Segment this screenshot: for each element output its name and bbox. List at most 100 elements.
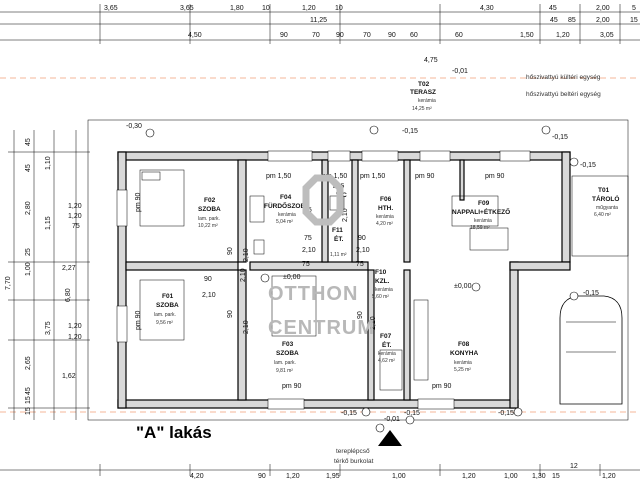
room-F07: F07 ÉT. kerámia 4,62 m² [378, 333, 396, 364]
opening-label: pm 1,50 [360, 173, 385, 180]
top-dim-texts-row3: 4,50 90 70 90 70 90 60 60 1,50 1,20 3,05 [188, 32, 614, 39]
dim-label: 60 [455, 32, 463, 39]
dim-label: 1,00 [25, 262, 32, 276]
dim-label: 1,20 [68, 323, 82, 330]
dim-label: 1,20 [556, 32, 570, 39]
room-name: SZOBA [276, 350, 299, 357]
room-floor: kerámia [454, 360, 472, 366]
dim-label: 4,75 [424, 57, 438, 64]
room-area: 5,04 m² [276, 219, 293, 225]
room-area: 1,11 m² [330, 252, 347, 258]
dim-label: 15 [552, 473, 560, 480]
bottom-dim-texts: 4,20 90 1,20 1,95 1,00 1,20 1,00 1,30 15… [190, 463, 616, 480]
dim-label: 6,80 [65, 288, 72, 302]
dim-label: 11,25 [310, 17, 327, 24]
opening-label: pm 1,50 [266, 173, 291, 180]
door-label: 2,10 [243, 248, 250, 262]
room-floor: kerámia [474, 218, 492, 224]
room-code: T01 [598, 187, 610, 194]
room-floor: lam. park. [198, 216, 220, 222]
room-F11: F11 ÉT. 1,11 m² [330, 227, 347, 258]
dim-label: 15 [25, 396, 32, 404]
dim-label: 70 [312, 32, 320, 39]
door-label: 90 [357, 311, 364, 319]
opening-label: pm 90 [135, 310, 142, 330]
furniture [139, 169, 629, 391]
site-boundary [87, 119, 629, 421]
dim-label: 3,05 [600, 32, 614, 39]
dim-label: 1,95 [326, 473, 340, 480]
watermark-logo: OTTHON CENTRUM [268, 174, 375, 339]
level-mark: -0,15 [404, 410, 420, 417]
room-name: KONYHA [450, 350, 478, 357]
room-F04: F04 FÜRDŐSZOBA kerámia 5,04 m² [264, 194, 310, 225]
dim-label: 45 [25, 387, 32, 395]
dim-label: 5 [632, 5, 636, 12]
dim-label: 85 [568, 17, 576, 24]
room-name: ÉT. [334, 234, 344, 243]
dim-label: 1,62 [62, 373, 76, 380]
dim-label: 2,00 [596, 17, 610, 24]
dim-label: 10 [262, 5, 270, 12]
door-label: 2,10 [342, 208, 349, 222]
room-area: 9,56 m² [156, 320, 173, 326]
door-label: 2,10 [240, 268, 247, 282]
room-F01: F01 SZOBA lam. park. 9,56 m² [154, 293, 179, 326]
room-floor: műgyanta [596, 205, 618, 211]
room-floor: kerámia [278, 212, 296, 218]
apartment-title: "A" lakás [136, 423, 212, 442]
level-mark: -0,01 [452, 68, 468, 75]
room-F10: F10 KZL. kerámia 5,60 m² [372, 269, 393, 300]
paving-label: térkő burkolat [334, 458, 374, 465]
left-dimensions [8, 130, 90, 420]
room-code: F01 [162, 293, 174, 300]
dim-label: 60 [410, 32, 418, 39]
door-label: 2,10 [302, 247, 316, 254]
room-name: FÜRDŐSZOBA [264, 201, 310, 210]
dim-label: 1,20 [302, 5, 316, 12]
dim-label: 10 [335, 5, 343, 12]
door-label: 2,10 [370, 316, 377, 330]
room-code: F06 [380, 196, 392, 203]
dim-label: 45 [25, 138, 32, 146]
dim-label: 15 [630, 17, 638, 24]
dim-label: 1,10 [45, 156, 52, 170]
room-code: F08 [458, 341, 470, 348]
top-dim-texts-row2: 11,25 45 85 2,00 15 [310, 17, 638, 24]
room-code: F04 [280, 194, 292, 201]
door-label: 90 [204, 276, 212, 283]
door-labels: 90 2,10 75 2,10 75 2,10 90 2,10 90 2,10 … [202, 207, 377, 334]
room-area: 4,62 m² [378, 358, 395, 364]
room-code: F03 [282, 341, 294, 348]
level-mark: -0,01 [384, 416, 400, 423]
room-name: SZOBA [198, 206, 221, 213]
room-floor: kerámia [418, 98, 436, 104]
dim-label: 1,00 [504, 473, 518, 480]
level-mark: -0,15 [498, 410, 514, 417]
room-area: 6,40 m² [594, 212, 611, 218]
opening-label: pm 90 [432, 383, 452, 390]
opening-label: pm 1,50 [322, 173, 347, 180]
door-label: 90 [227, 310, 234, 318]
room-floor: kerámia [375, 287, 393, 293]
dim-label: 12 [570, 463, 578, 470]
level-mark: -0,15 [583, 290, 599, 297]
dim-label: 2,00 [596, 5, 610, 12]
door-label: 2,10 [243, 320, 250, 334]
room-code: F09 [478, 200, 490, 207]
dim-label: 75 [72, 223, 80, 230]
top-dimensions [0, 4, 640, 44]
room-area: 5,25 m² [454, 367, 471, 373]
dim-label: 3,75 [45, 321, 52, 335]
watermark-text: CENTRUM [268, 317, 375, 339]
dim-label: 45 [25, 164, 32, 172]
dim-label: 7,70 [5, 276, 12, 290]
room-area: 10,22 m² [198, 223, 218, 229]
room-F09: F09 NAPPALI+ÉTKEZŐ kerámia 18,59 m² [452, 200, 510, 231]
room-name: TÁROLÓ [592, 194, 619, 203]
dim-label: 15 [25, 407, 32, 415]
room-area: 9,81 m² [276, 368, 293, 374]
level-mark: -0,15 [552, 134, 568, 141]
window-openings [116, 150, 531, 410]
room-F03: F03 SZOBA lam. park. 9,81 m² [274, 341, 299, 374]
